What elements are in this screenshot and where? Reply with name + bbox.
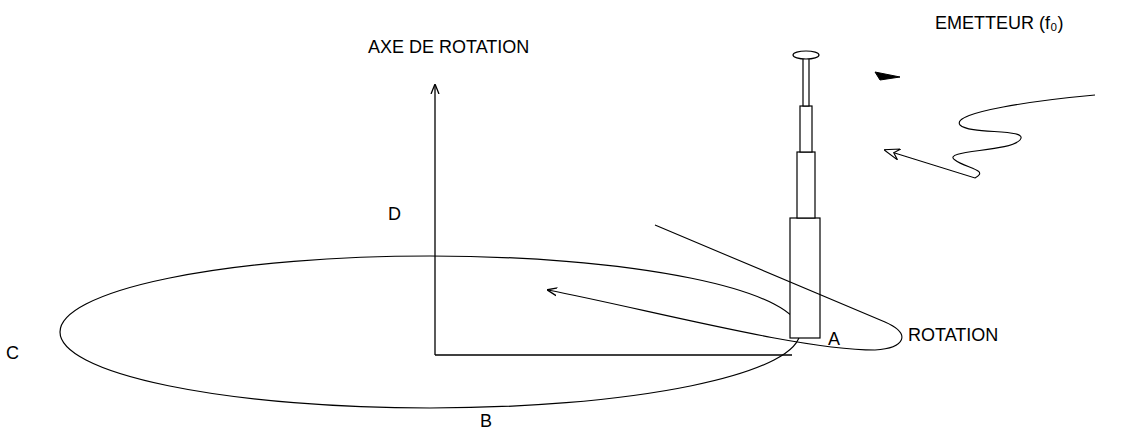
point-label: A (828, 330, 840, 350)
rotation-label: ROTATION (908, 326, 998, 346)
wave-arrow (885, 95, 1095, 178)
radius-line (435, 354, 792, 355)
rotation-axis (434, 85, 435, 355)
axis-label: AXE DE ROTATION (368, 38, 529, 58)
point-label: B (480, 412, 492, 432)
rotation-arrow (548, 225, 902, 350)
emitter-arrow (875, 72, 900, 80)
emitter-label: EMETTEUR (f₀) (935, 14, 1063, 34)
point-label: D (388, 205, 401, 225)
platform-disc (60, 256, 800, 408)
point-label: C (6, 344, 19, 364)
antenna (790, 51, 820, 338)
